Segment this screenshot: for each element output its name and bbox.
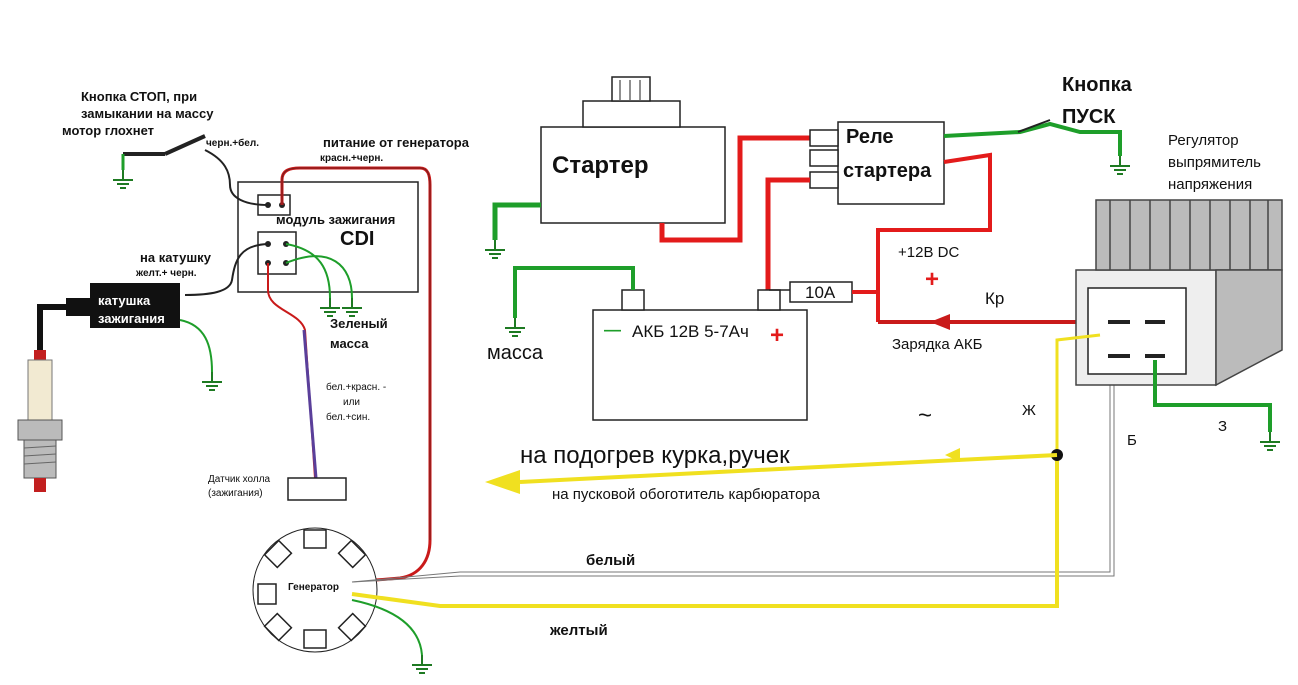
- kr-label: Кр: [985, 289, 1005, 308]
- start-button-label-2: ПУСК: [1062, 106, 1116, 128]
- cdi-module-box: [237, 181, 419, 293]
- cdi-module-label: модуль зажигания: [276, 212, 396, 227]
- regulator-label-2: выпрямитель: [1168, 154, 1261, 171]
- stop-button-label-1: Кнопка СТОП, при: [81, 89, 198, 104]
- plus-sign: +: [925, 266, 940, 293]
- starter-shape: [540, 126, 726, 224]
- charging-label: Зарядка АКБ: [892, 336, 983, 353]
- regulator-label-3: напряжения: [1168, 176, 1253, 193]
- relay-label-1: Реле: [846, 126, 894, 148]
- start-button-label-1: Кнопка: [1062, 74, 1132, 96]
- hall-sensor-label-1: Датчик холла: [208, 474, 271, 485]
- coil-label-2: зажигания: [98, 311, 165, 326]
- coil-label-1: катушка: [98, 293, 151, 308]
- white-wire-label: белый: [586, 552, 636, 569]
- b-label: Б: [1127, 432, 1137, 449]
- cdi-connector-bottom: [257, 231, 297, 275]
- fuse-label: 10А: [805, 283, 836, 302]
- battery-label: АКБ 12В 5-7Ач: [632, 322, 749, 341]
- relay-label-2: стартера: [843, 160, 932, 182]
- green-label: Зеленый: [330, 316, 388, 331]
- battery-shape: [592, 309, 808, 421]
- coil-wire-label: желт.+ черн.: [136, 268, 197, 279]
- battery-minus: —: [604, 320, 621, 339]
- hall-wire-label-3: бел.+син.: [326, 412, 371, 423]
- stop-wire-label: черн.+бел.: [206, 138, 260, 149]
- stop-button-label-3: мотор глохнет: [62, 123, 155, 138]
- to-coil-label: на катушку: [140, 250, 211, 265]
- hall-sensor-shape: [287, 477, 347, 501]
- plus12-label: +12В DC: [898, 244, 960, 261]
- yellow-wire-label: желтый: [550, 622, 608, 639]
- regulator-shape: [1075, 199, 1283, 387]
- generator-power-label: питание от генератора: [323, 135, 469, 150]
- ac-label: ~: [918, 402, 933, 429]
- carburetor-label: на пусковой обоготитель карбюратора: [552, 486, 820, 503]
- generator-power-wire-label: красн.+черн.: [320, 153, 384, 164]
- relay-shape: [837, 121, 945, 205]
- z-label: З: [1218, 418, 1228, 435]
- ignition-coil-shape: [90, 283, 180, 328]
- regulator-label-1: Регулятор: [1168, 132, 1239, 149]
- cdi-label: CDI: [340, 228, 375, 250]
- ground-cdi-label: масса: [330, 336, 369, 351]
- zh-label: Ж: [1022, 402, 1036, 419]
- stop-button-label-2: замыкании на массу: [81, 106, 214, 121]
- ground-label: масса: [487, 342, 543, 364]
- hall-wire-label-2: или: [343, 397, 361, 408]
- starter-label: Стартер: [552, 152, 649, 179]
- heating-label: на подогрев курка,ручек: [520, 442, 790, 469]
- hall-wire-label-1: бел.+красн. -: [326, 382, 387, 393]
- hall-sensor-label-2: (зажигания): [208, 488, 263, 499]
- battery-plus: +: [770, 322, 785, 349]
- generator-label: Генератор: [288, 582, 339, 593]
